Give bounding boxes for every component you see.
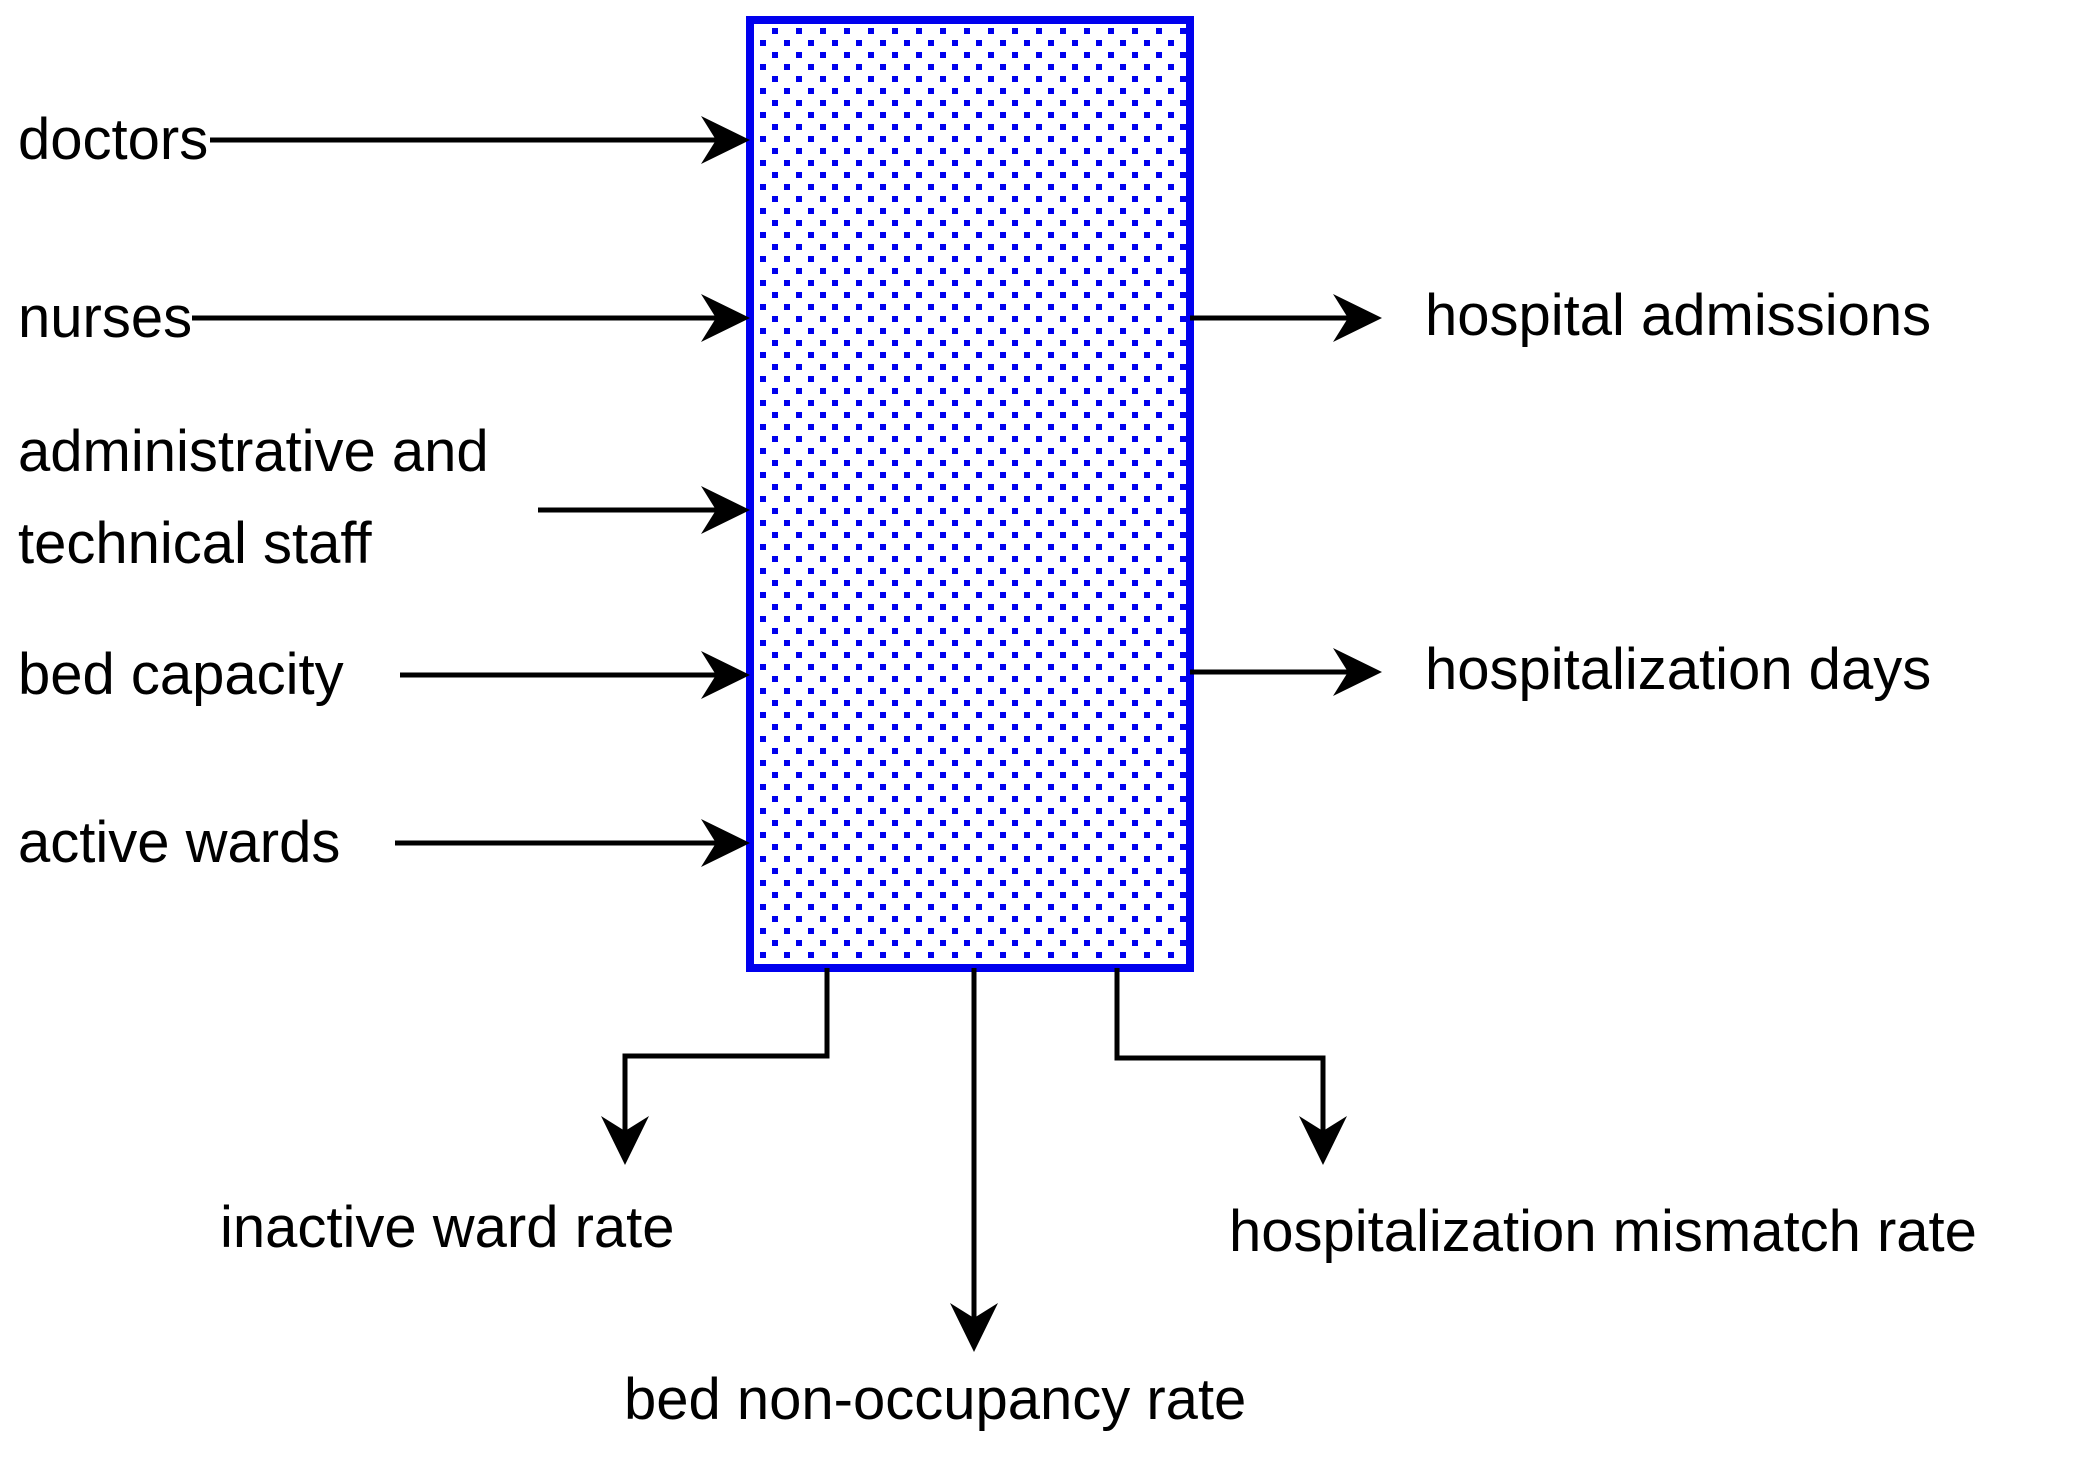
- output-arrow-bed-non-occupancy-rate: [950, 968, 998, 1352]
- input-arrow-administrative-technical-staff: [538, 486, 750, 534]
- input-label-administrative-line1: administrative and: [18, 419, 489, 485]
- arrowhead-icon: [701, 294, 750, 342]
- input-arrow-bed-capacity: [400, 651, 750, 699]
- input-label-doctors: doctors: [18, 107, 209, 173]
- arrowhead-icon: [601, 1116, 649, 1165]
- output-label-inactive-ward-rate: inactive ward rate: [220, 1195, 675, 1261]
- output-label-bed-non-occupancy-rate: bed non-occupancy rate: [624, 1367, 1247, 1433]
- arrowhead-icon: [1333, 294, 1382, 342]
- arrowhead-icon: [1299, 1116, 1347, 1165]
- output-label-hospitalization-days: hospitalization days: [1425, 637, 1932, 703]
- connector-line: [622, 968, 830, 1133]
- arrowhead-icon: [701, 486, 750, 534]
- arrowhead-icon: [701, 651, 750, 699]
- output-arrow-hospital-admissions: [1190, 294, 1382, 342]
- process-box: [746, 16, 1194, 972]
- output-label-hospitalization-mismatch-rate: hospitalization mismatch rate: [1229, 1199, 1977, 1265]
- output-arrow-inactive-ward-rate: [601, 968, 830, 1165]
- connector-line: [1114, 968, 1326, 1133]
- input-label-active-wards: active wards: [18, 810, 341, 876]
- output-arrow-hospitalization-mismatch-rate: [1114, 968, 1347, 1165]
- arrowhead-icon: [950, 1303, 998, 1352]
- arrowhead-icon: [701, 819, 750, 867]
- input-label-bed-capacity: bed capacity: [18, 642, 344, 708]
- input-arrow-doctors: [210, 116, 750, 164]
- arrowhead-icon: [1333, 648, 1382, 696]
- input-arrow-nurses: [192, 294, 750, 342]
- arrowhead-icon: [701, 116, 750, 164]
- input-arrow-active-wards: [395, 819, 750, 867]
- output-label-hospital-admissions: hospital admissions: [1425, 283, 1932, 349]
- output-arrow-hospitalization-days: [1190, 648, 1382, 696]
- input-label-nurses: nurses: [18, 285, 193, 351]
- input-label-administrative-line2: technical staff: [18, 511, 372, 577]
